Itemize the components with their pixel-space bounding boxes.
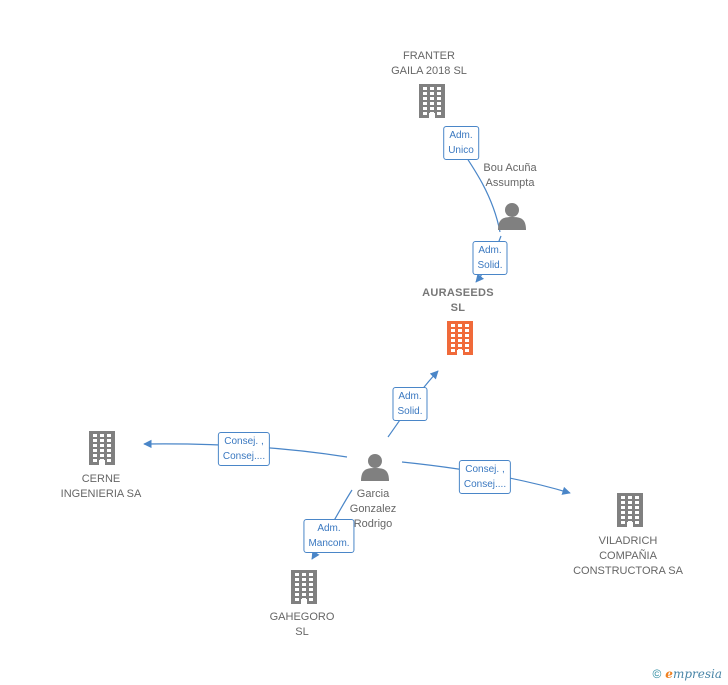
viladrich-building-icon[interactable]: [617, 493, 643, 527]
node-label-line: INGENIERIA SA: [60, 488, 142, 500]
edge-label-line: Solid.: [397, 406, 423, 417]
edge-label-bou-franter[interactable]: Adm. Unico: [443, 126, 479, 160]
node-label-cerne[interactable]: CERNE INGENIERIA SA: [61, 472, 142, 502]
node-label-franter[interactable]: FRANTER GAILA 2018 SL: [391, 49, 467, 79]
node-label-line: COMPAÑIA: [599, 550, 657, 562]
edge-label-garcia-gahegoro[interactable]: Adm. Mancom.: [303, 519, 355, 553]
brand-name: mpresia: [672, 667, 722, 681]
node-label-line: SL: [450, 302, 466, 314]
edge-label-line: Adm.: [317, 523, 341, 534]
copyright-icon: ©: [652, 667, 662, 681]
franter-building-icon[interactable]: [419, 84, 445, 118]
node-label-line: Assumpta: [485, 177, 535, 189]
node-label-line: Gonzalez: [349, 503, 397, 515]
edge-label-garcia-viladrich[interactable]: Consej. , Consej....: [458, 460, 512, 494]
edge-label-garcia-cerne[interactable]: Consej. , Consej....: [217, 432, 271, 466]
node-label-line: SL: [295, 626, 309, 638]
edge-label-line: Consej....: [463, 479, 507, 490]
bou-person-icon[interactable]: [498, 203, 526, 230]
edge-label-line: Adm.: [449, 130, 473, 141]
node-label-gahegoro[interactable]: GAHEGORO SL: [270, 610, 335, 640]
cerne-building-icon[interactable]: [89, 431, 115, 465]
edge-label-bou-auraseeds[interactable]: Adm. Solid.: [472, 241, 508, 275]
brand-initial: e: [665, 667, 673, 681]
node-label-auraseeds[interactable]: AURASEEDS SL: [422, 286, 494, 316]
node-label-line: GAHEGORO: [269, 611, 335, 623]
node-label-line: FRANTER: [403, 50, 455, 62]
node-label-line: CERNE: [81, 473, 121, 485]
garcia-person-icon[interactable]: [361, 454, 389, 481]
node-label-line: VILADRICH: [598, 535, 658, 547]
edge-label-line: Solid.: [477, 260, 503, 271]
edge-label-line: Consej....: [222, 451, 266, 462]
node-label-line: Rodrigo: [353, 518, 393, 530]
edge-label-line: Adm.: [478, 245, 502, 256]
auraseeds-building-icon[interactable]: [447, 321, 473, 355]
node-label-line: AURASEEDS: [422, 287, 494, 299]
edge-label-line: Unico: [448, 145, 474, 156]
edge-label-line: Mancom.: [308, 538, 350, 549]
edge-label-line: Adm.: [398, 391, 422, 402]
gahegoro-building-icon[interactable]: [291, 570, 317, 604]
edge-label-line: Consej. ,: [224, 436, 264, 447]
node-label-viladrich[interactable]: VILADRICH COMPAÑIA CONSTRUCTORA SA: [573, 534, 683, 579]
node-label-line: Garcia: [356, 488, 390, 500]
footer-brand: ©empresia: [652, 667, 722, 681]
node-label-line: Bou Acuña: [483, 162, 537, 174]
node-label-line: GAILA 2018 SL: [391, 65, 467, 77]
edge-label-garcia-auraseeds[interactable]: Adm. Solid.: [392, 387, 428, 421]
edge-label-line: Consej. ,: [465, 464, 505, 475]
node-label-line: CONSTRUCTORA SA: [573, 565, 683, 577]
